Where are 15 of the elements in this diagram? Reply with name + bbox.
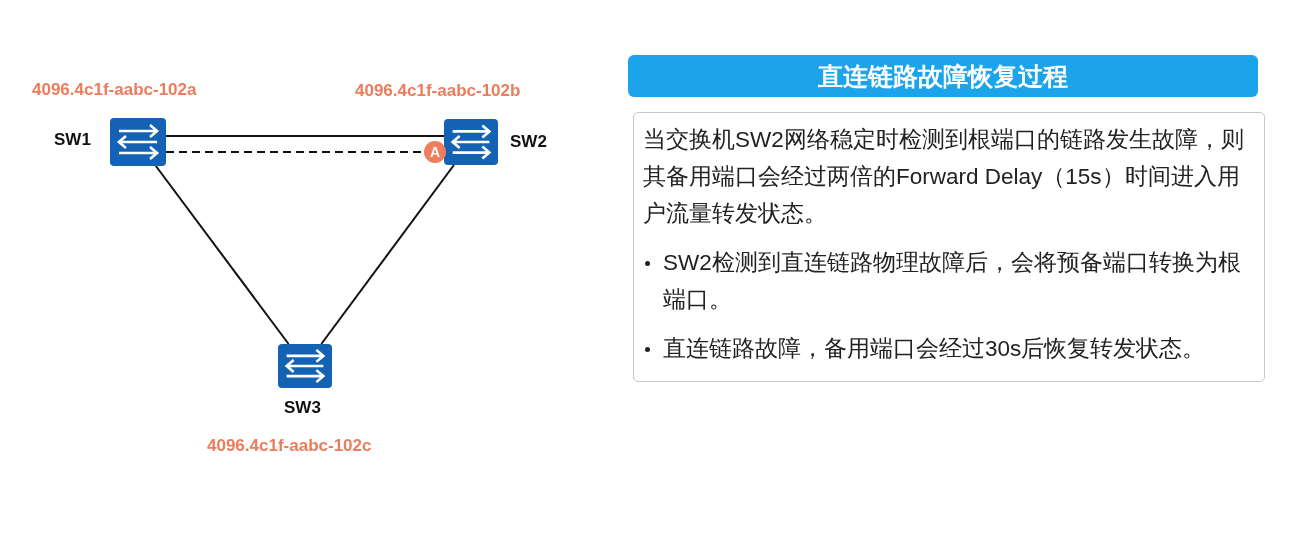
- link-line: [320, 164, 455, 345]
- title-banner: 直连链路故障恢复过程: [628, 55, 1258, 97]
- port-marker: A: [424, 141, 446, 163]
- mac-address: 4096.4c1f-aabc-102a: [32, 80, 197, 100]
- text-panel: [633, 112, 1265, 382]
- paragraph: 当交换机SW2网络稳定时检测到根端口的链路发生故障，则其备用端口会经过两倍的Forward Delay（15s）时间进入用户流量转发状态。: [643, 126, 1245, 228]
- device-label: SW2: [510, 132, 547, 152]
- link-line: [165, 135, 445, 137]
- device-label: SW3: [284, 398, 321, 418]
- mac-address: 4096.4c1f-aabc-102c: [207, 436, 372, 456]
- bullet-item: 直连链路故障，备用端口会经过30s后恢复转发状态。: [643, 330, 1260, 367]
- bullet-item: SW2检测到直连链路物理故障后，会将预备端口转换为根端口。: [643, 244, 1260, 318]
- link-line: [154, 165, 290, 345]
- mac-address: 4096.4c1f-aabc-102b: [355, 81, 521, 101]
- device-label: SW1: [54, 130, 91, 150]
